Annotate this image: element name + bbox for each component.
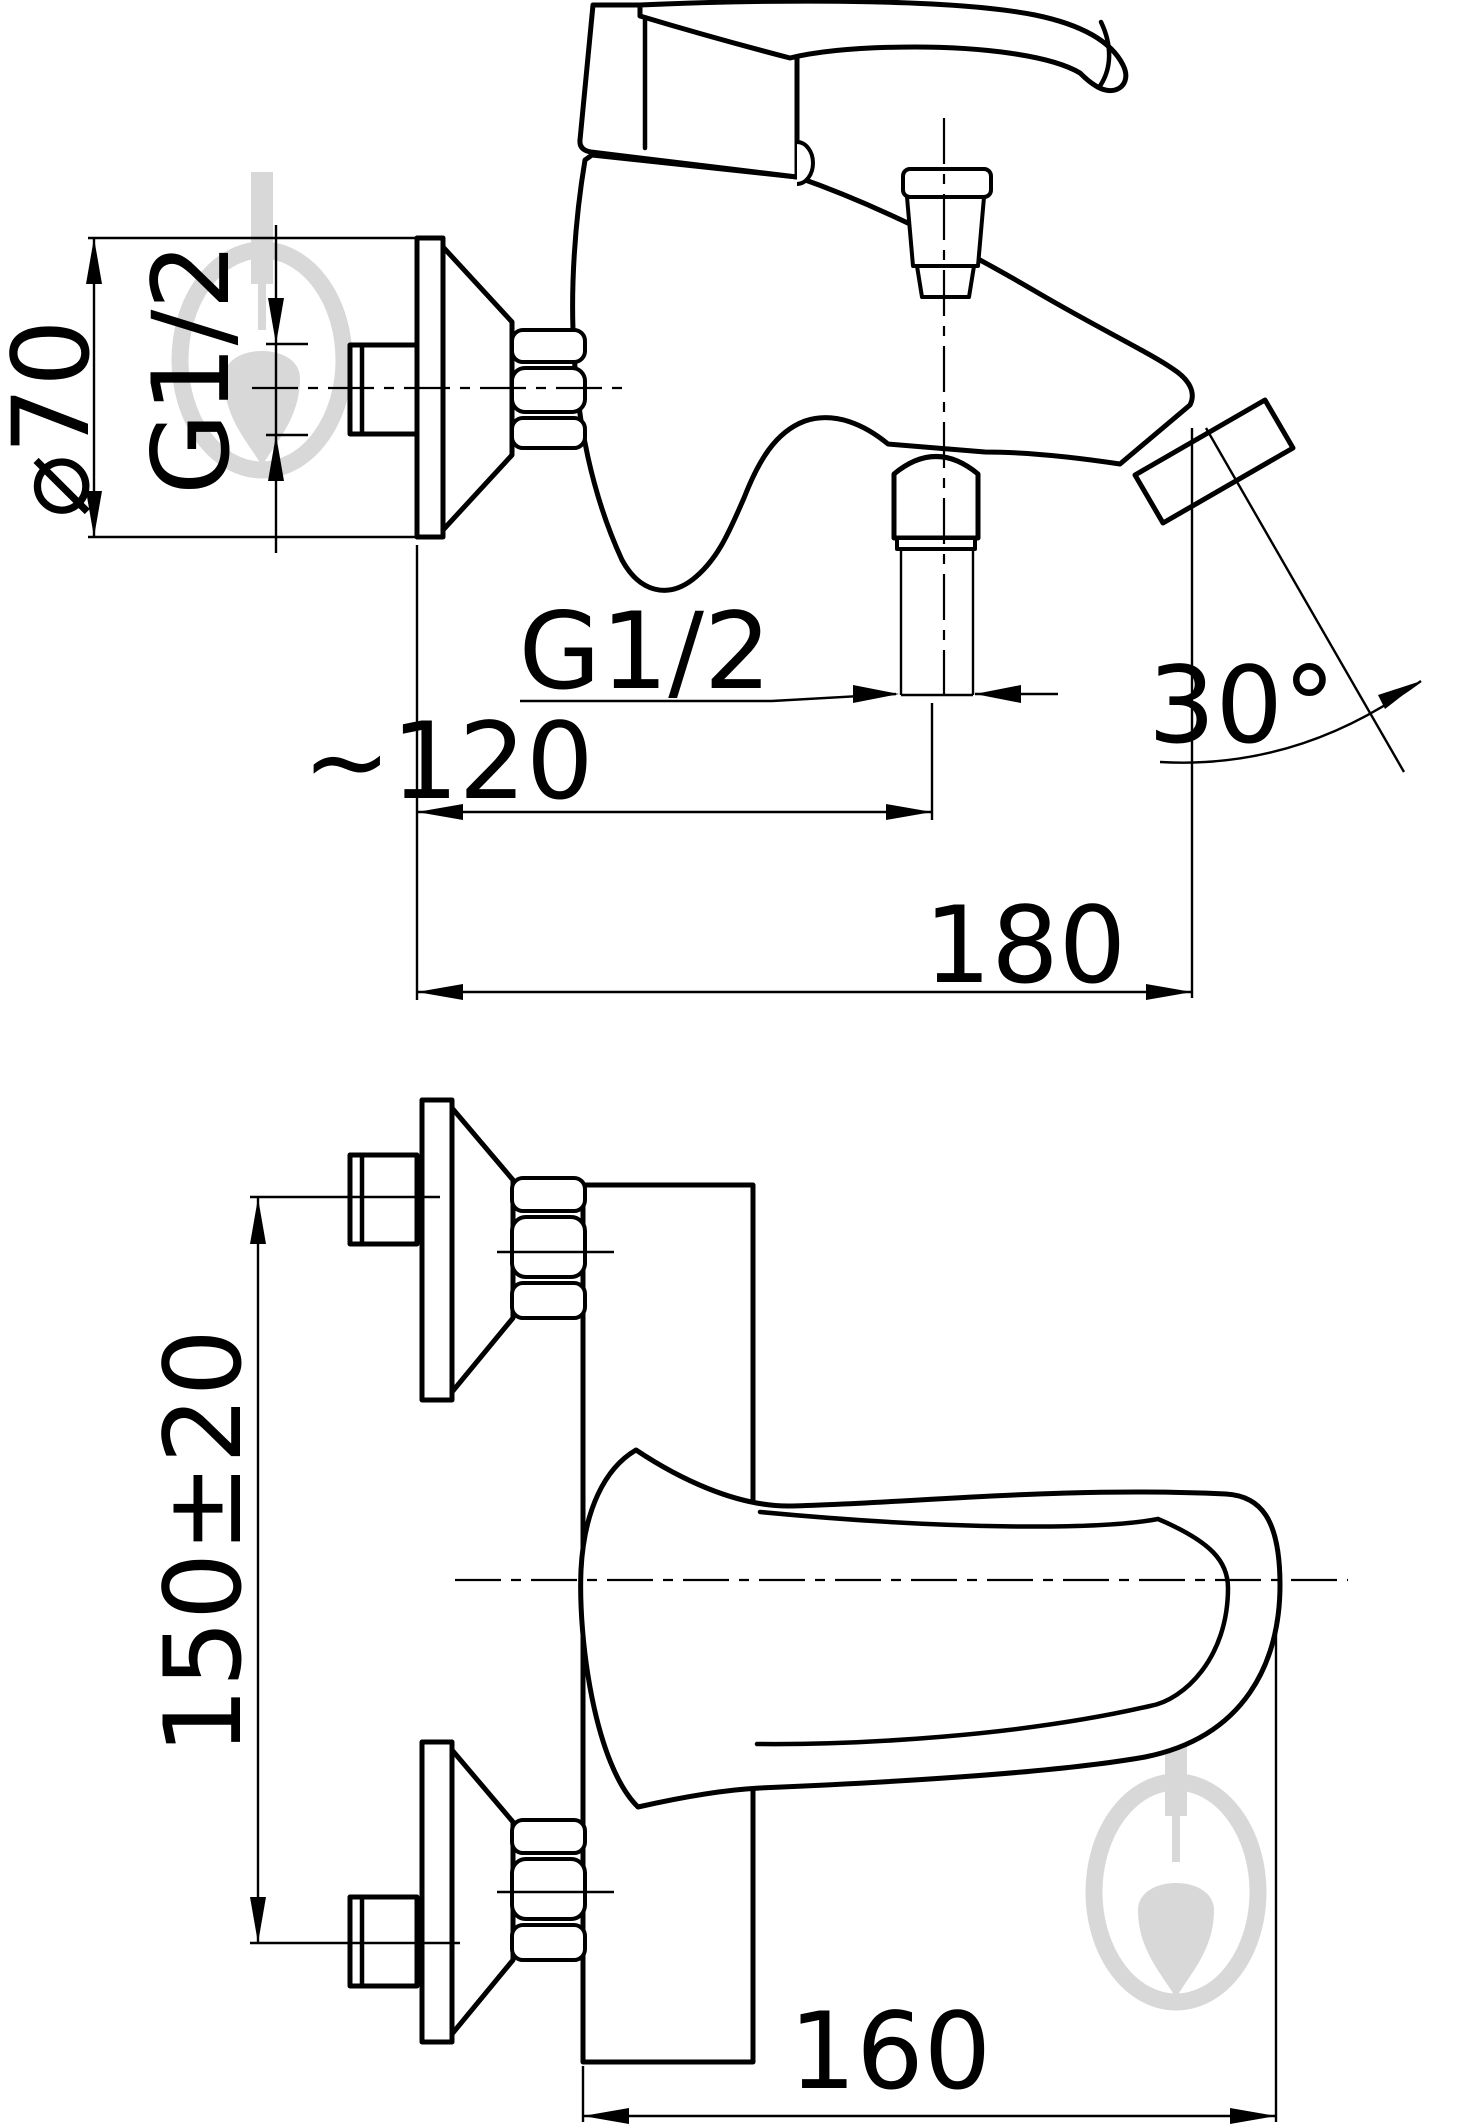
dimension-thread-wall: G1/2 xyxy=(130,225,308,553)
dimension-angle-30: 30° xyxy=(1148,427,1422,773)
diverter-knob-base xyxy=(915,264,976,299)
flange-top-nut-seg3 xyxy=(510,1281,587,1320)
diverter-knob-cap xyxy=(901,167,993,199)
wall-flange-top xyxy=(250,1097,614,1403)
shower-outlet-nut xyxy=(891,454,981,541)
flange-top-cone xyxy=(449,1105,516,1395)
label-180: 180 xyxy=(924,884,1126,1007)
label-160: 160 xyxy=(789,1990,991,2113)
flange-nut-seg1 xyxy=(510,328,587,364)
label-thread-wall: G1/2 xyxy=(130,242,253,495)
flange-nut-seg3 xyxy=(510,416,587,450)
dimension-150: 150±20 xyxy=(142,1197,266,1943)
handle-front xyxy=(578,1447,1283,1810)
handle-lever xyxy=(637,0,1129,94)
shower-outlet xyxy=(891,454,981,697)
spout-outlet-nozzle xyxy=(1132,397,1296,526)
handle-pivot-pin xyxy=(796,140,815,186)
dimension-approx-120: ~120 xyxy=(302,545,934,1000)
dimension-160: 160 xyxy=(581,1620,1278,2124)
flange-bottom-nut-seg1 xyxy=(510,1818,587,1855)
flange-top-nut-seg2 xyxy=(510,1215,587,1279)
flange-bottom-nut-seg2 xyxy=(510,1857,587,1921)
shower-outlet-collar xyxy=(895,536,977,551)
label-approx-120: ~120 xyxy=(302,700,593,823)
diverter-knob xyxy=(901,167,993,299)
side-view: ⌀70 G1/2 G1/2 ~120 xyxy=(0,0,1422,1007)
front-view: 150±20 160 xyxy=(142,1097,1348,2124)
watermark-logo-top xyxy=(171,172,353,479)
dimension-180: 180 xyxy=(417,428,1194,1007)
lever-tip-inner-edge xyxy=(1097,19,1112,89)
diverter-knob-body xyxy=(905,195,986,268)
flange-top-plate xyxy=(419,1097,455,1403)
faucet-body-and-spout xyxy=(570,152,1195,593)
flange-top-nut-seg1 xyxy=(510,1176,587,1213)
flange-bottom-nut-seg3 xyxy=(510,1923,587,1962)
dimension-thread-shower: G1/2 xyxy=(519,590,1058,713)
dimension-diameter-70: ⌀70 xyxy=(0,236,445,539)
flange-nut-seg2 xyxy=(510,366,587,414)
label-150: 150±20 xyxy=(142,1329,265,1755)
label-thread-shower: G1/2 xyxy=(519,590,772,713)
label-angle-30: 30° xyxy=(1148,644,1336,767)
flange-bottom-plate xyxy=(419,1739,455,2045)
wall-flange-bottom xyxy=(250,1739,614,2045)
label-diameter-70: ⌀70 xyxy=(0,319,113,518)
handle-front-inner-contour xyxy=(754,1509,1231,1747)
